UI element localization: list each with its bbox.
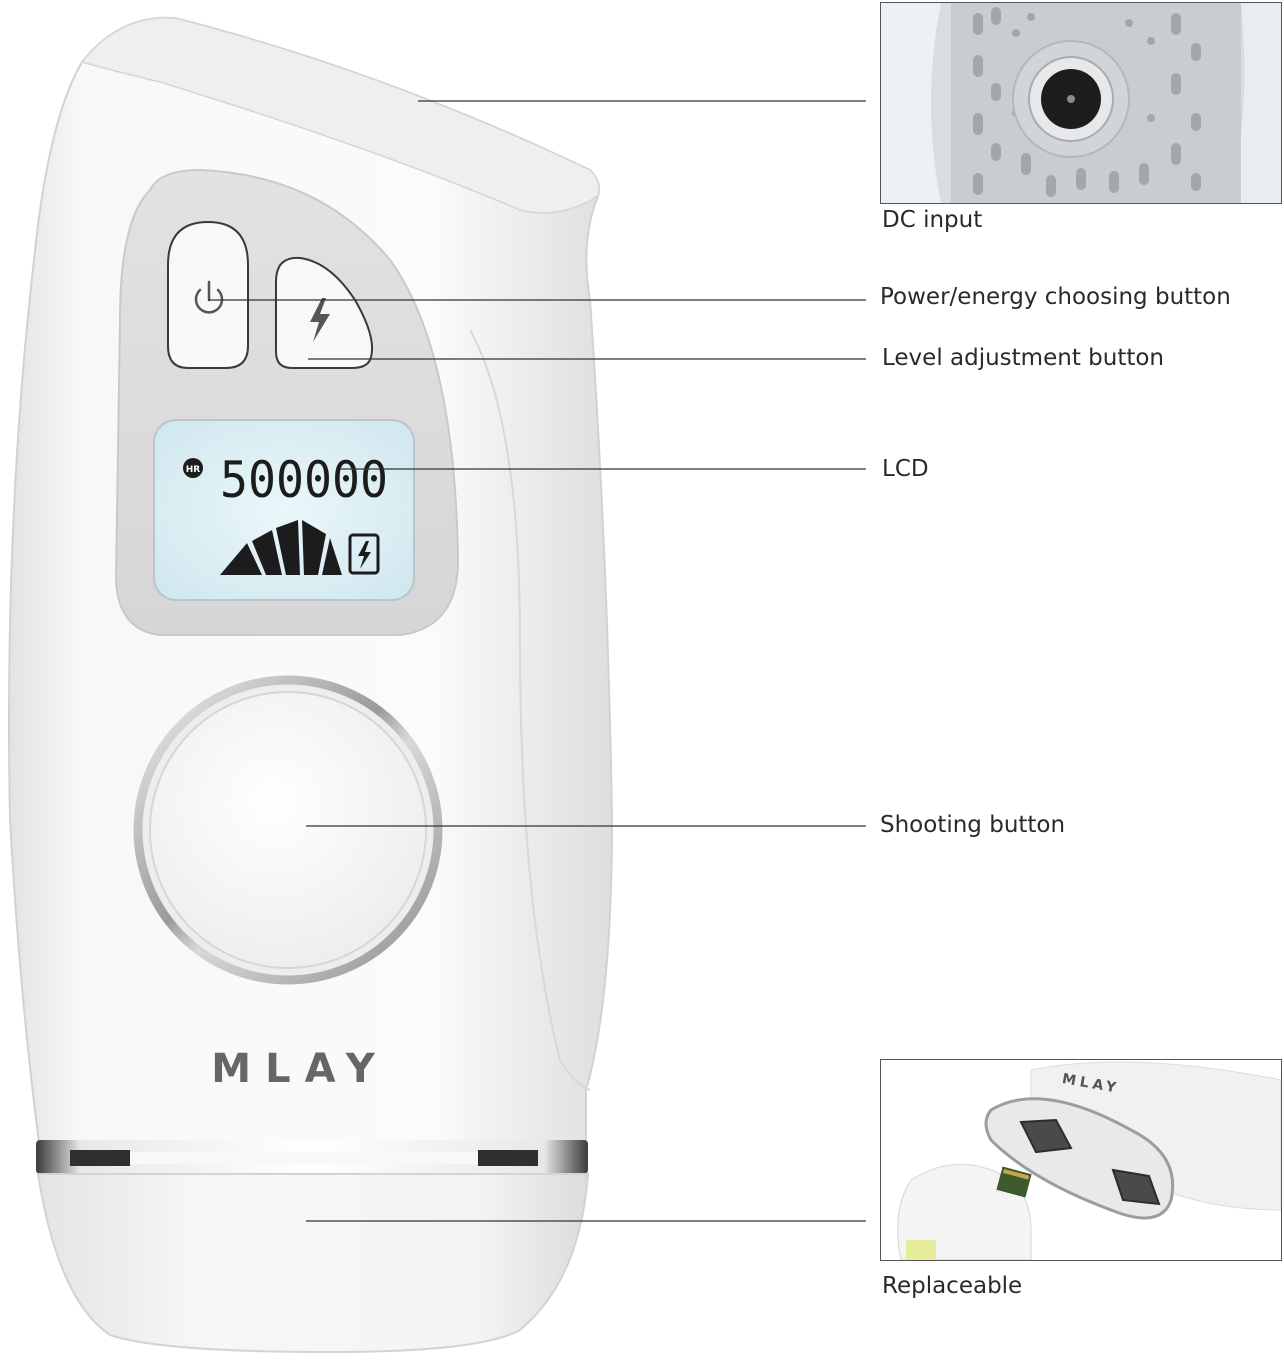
lightning-icon xyxy=(310,298,330,342)
hr-badge: HR xyxy=(186,465,201,475)
device-top-cap xyxy=(80,16,600,214)
level-fan-icon xyxy=(220,520,342,575)
replaceable-head-closeup-icon: MLAY xyxy=(881,1060,1281,1260)
label-power-button: Power/energy choosing button xyxy=(880,284,1231,310)
lcd-screen: HR 500000 xyxy=(153,419,415,601)
shooting-button[interactable] xyxy=(133,675,443,985)
side-groove xyxy=(469,329,591,1091)
band-window-right xyxy=(478,1150,538,1166)
power-icon xyxy=(194,280,224,314)
label-lcd: LCD xyxy=(882,456,929,482)
label-level-button: Level adjustment button xyxy=(882,345,1165,371)
label-replaceable: Replaceable xyxy=(882,1273,1023,1299)
label-shooting-button: Shooting button xyxy=(880,812,1066,838)
dc-port-closeup-icon xyxy=(881,3,1281,203)
power-button[interactable] xyxy=(167,220,249,369)
level-button[interactable] xyxy=(275,256,374,369)
battery-icon xyxy=(348,533,380,575)
hr-badge-icon xyxy=(183,458,203,478)
band-highlight xyxy=(130,1152,478,1164)
band-window-left xyxy=(70,1150,130,1166)
brand-logo: MLAY xyxy=(211,1046,388,1092)
lcd-counter: 500000 xyxy=(220,451,388,509)
dc-input-inset xyxy=(880,2,1282,204)
replaceable-head xyxy=(36,1173,590,1354)
replaceable-inset: MLAY xyxy=(880,1059,1282,1261)
label-dc-input: DC input xyxy=(882,207,983,233)
